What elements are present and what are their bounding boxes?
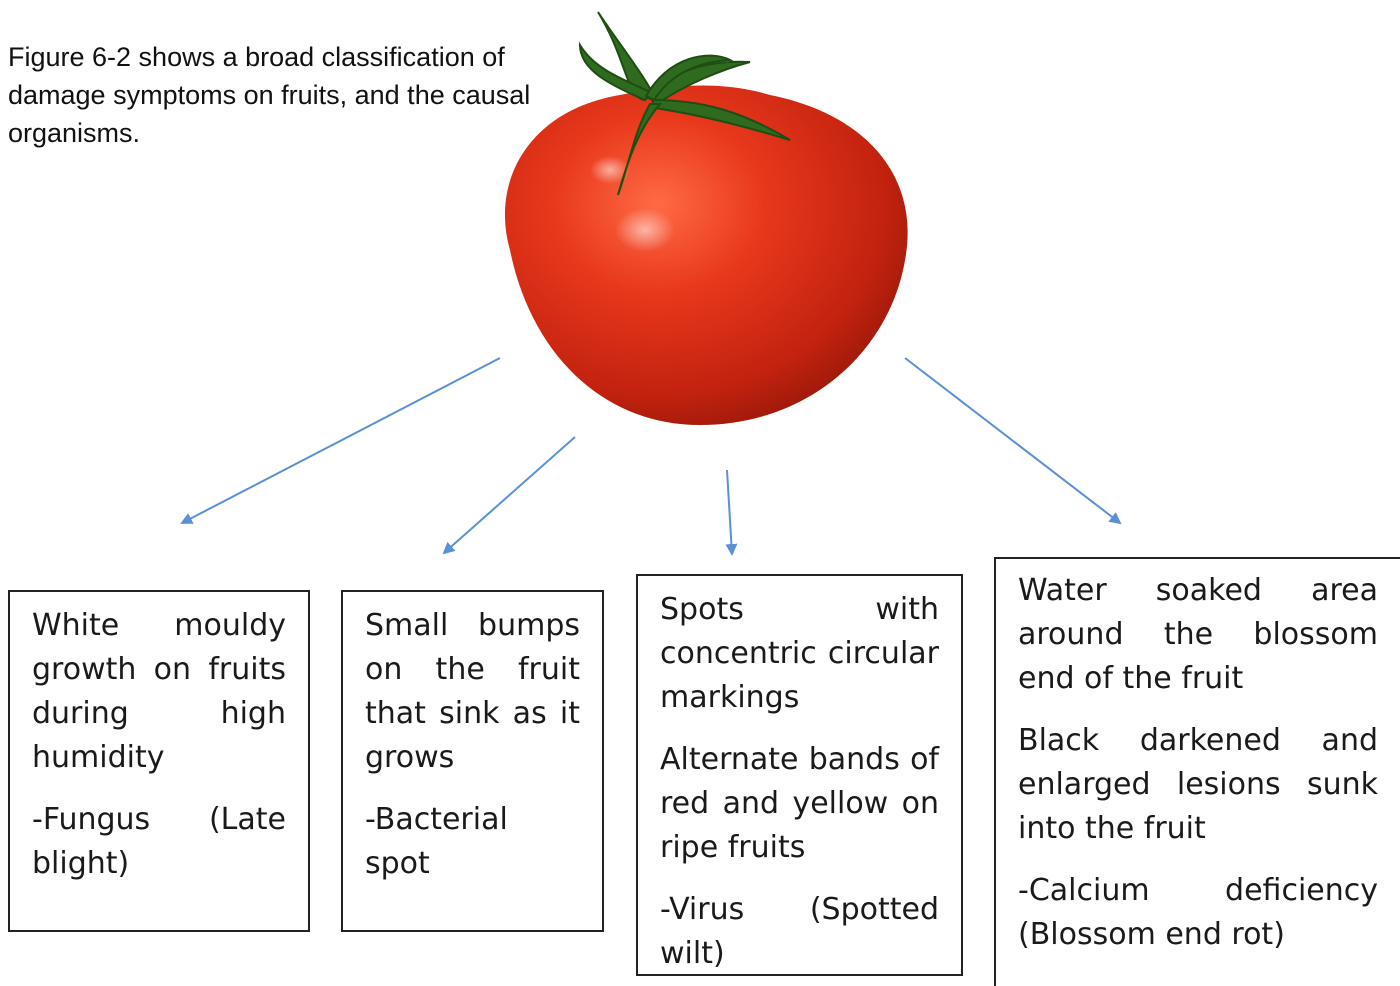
symptom-text: Spots with concentric circular markings [660,592,939,715]
arrow-2 [442,436,576,555]
symptom-box-bacterial: Small bumps on the fruit that sink as it… [341,590,604,932]
symptom-text: Small bumps on the fruit that sink as it… [365,608,580,775]
figure-caption: Figure 6-2 shows a broad classification … [8,42,531,148]
cause-text: -Bacterial spot [365,802,508,881]
arrow-3 [725,469,738,556]
tomato-image [504,11,908,425]
arrow-1 [180,357,501,524]
arrow-4 [904,357,1122,525]
symptom-text: Alternate bands of red and yellow on rip… [660,742,939,865]
tomato-highlight [615,208,675,252]
symptom-box-calcium: Water soaked area around the blossom end… [994,557,1400,986]
symptom-text: Water soaked area around the blossom end… [1018,573,1378,696]
symptom-box-fungus: White mouldy growth on fruits during hig… [8,590,310,932]
tomato-stem [578,11,791,196]
tomato-body [504,85,908,425]
symptom-text: White mouldy growth on fruits during hig… [32,608,286,775]
cause-text: -Fungus (Late blight) [32,802,286,881]
symptom-text: Black darkened and enlarged lesions sunk… [1018,723,1378,846]
symptom-box-virus: Spots with concentric circular markings … [636,574,963,976]
cause-text: -Virus (Spotted wilt) [660,892,939,971]
cause-text: -Calcium deficiency (Blossom end rot) [1018,873,1378,952]
